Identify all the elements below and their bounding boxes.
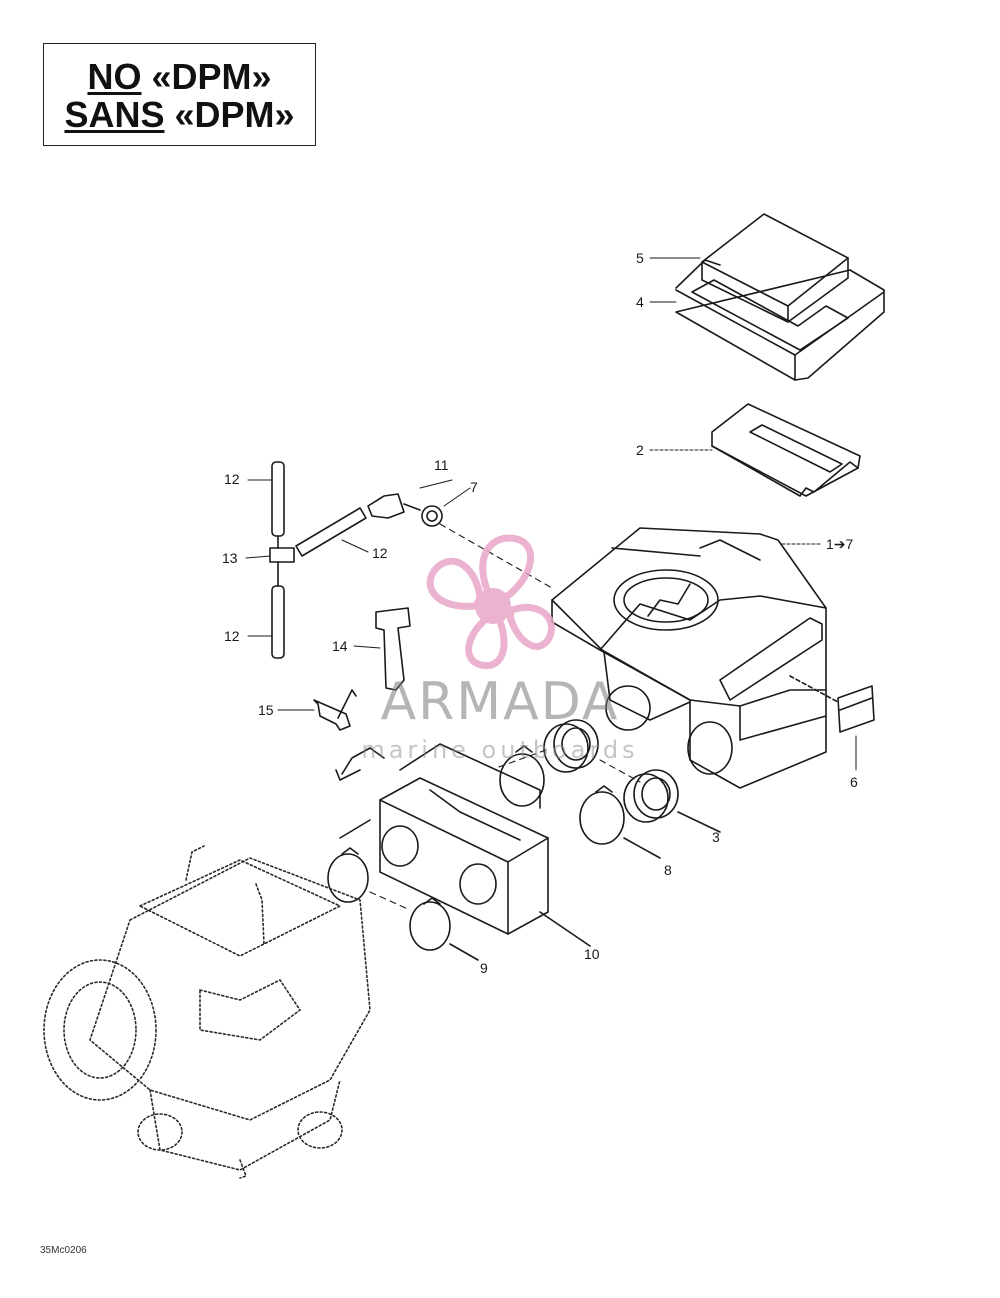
assembly-guide-lines: [369, 523, 641, 911]
callout-7: 7: [470, 479, 478, 495]
propeller-icon: [426, 534, 556, 670]
callout-6: 6: [850, 774, 858, 790]
bracket-part-15: [313, 689, 357, 731]
callout-12-middle: 12: [372, 545, 388, 561]
header-box: NO «DPM» SANS «DPM»: [43, 43, 316, 146]
watermark-subtitle: marine outboards: [361, 736, 639, 764]
callout-2: 2: [636, 442, 644, 458]
filter-pad-part: [701, 213, 849, 323]
clamp-part-8: [499, 745, 661, 859]
header-line-1-prefix: NO: [87, 56, 142, 97]
header-line-1: NO «DPM»: [44, 57, 315, 97]
carburetor-part: [335, 743, 591, 947]
fuel-line-part: [269, 461, 443, 659]
callout-5: 5: [636, 250, 644, 266]
engine-part: [43, 845, 371, 1179]
callout-11: 11: [434, 457, 449, 473]
leader-lines: [245, 257, 857, 771]
header-line-2: SANS «DPM»: [44, 95, 315, 135]
callout-3: 3: [712, 829, 720, 845]
filter-holder-part: [675, 259, 885, 381]
callout-15: 15: [258, 702, 274, 718]
callout-12-top: 12: [224, 471, 240, 487]
header-line-2-suffix: «DPM»: [164, 94, 295, 135]
callout-12-bottom: 12: [224, 628, 240, 644]
header-line-1-suffix: «DPM»: [141, 56, 272, 97]
callout-9: 9: [480, 960, 488, 976]
callout-4: 4: [636, 294, 644, 310]
decal-part: [789, 675, 875, 733]
callout-14: 14: [332, 638, 348, 654]
rubber-adaptor-part: [543, 719, 721, 833]
bracket-part-14: [375, 607, 411, 691]
callout-1-to-7: 1➔7: [826, 536, 854, 552]
callout-8: 8: [664, 862, 672, 878]
header-line-2-prefix: SANS: [64, 94, 165, 135]
callout-13: 13: [222, 550, 238, 566]
watermark-name: ARMADA: [380, 672, 620, 732]
clamp-part-9: [327, 847, 479, 961]
reference-code: 35Mc0206: [40, 1245, 87, 1256]
air-silencer-box-part: [551, 527, 827, 789]
callout-10: 10: [584, 946, 600, 962]
plate-part: [711, 403, 861, 497]
